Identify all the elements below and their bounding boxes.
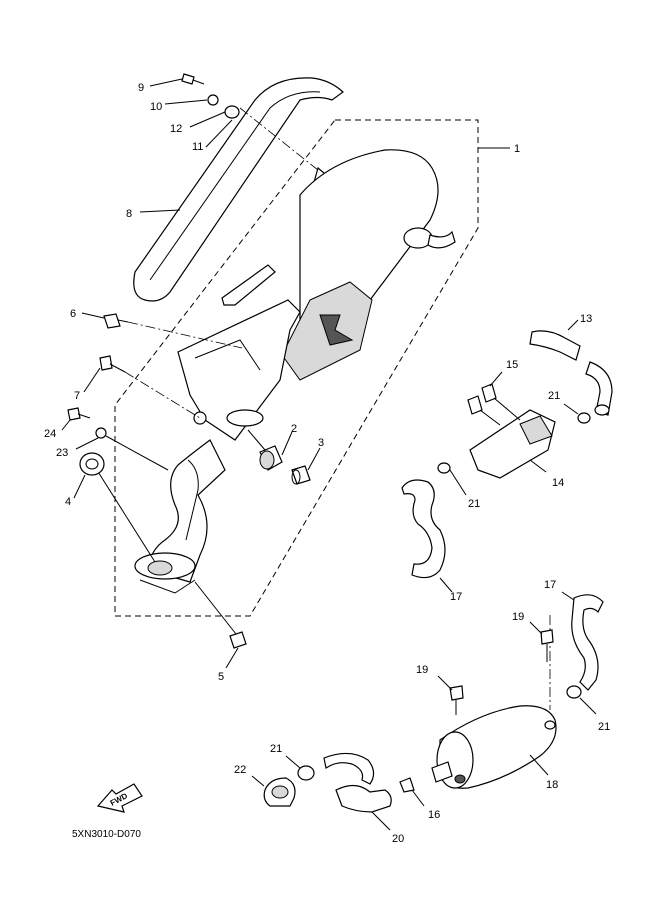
gasket-4-icon xyxy=(79,452,105,476)
collars xyxy=(259,431,321,485)
callout-7: 7 xyxy=(74,390,80,402)
callout-16: 16 xyxy=(428,809,440,821)
clamp-21c-icon xyxy=(566,685,582,699)
damper-11-icon xyxy=(224,105,240,119)
callout-17-upper: 17 xyxy=(450,591,462,603)
callout-4: 4 xyxy=(65,496,71,508)
callout-24: 24 xyxy=(44,428,56,440)
clamp-21a-icon xyxy=(577,412,591,424)
callout-19-left: 19 xyxy=(416,664,428,676)
collar-3-icon xyxy=(291,465,311,485)
callout-5: 5 xyxy=(218,671,224,683)
callout-21-hose: 21 xyxy=(468,498,480,510)
muffler-body xyxy=(134,149,456,594)
clamp-21b-icon xyxy=(437,462,451,474)
bolt-15a-icon xyxy=(481,383,497,403)
callout-13: 13 xyxy=(580,313,592,325)
callout-21-valve: 21 xyxy=(598,721,610,733)
hose-13-icon xyxy=(529,330,581,361)
bolt-19a-icon xyxy=(540,629,554,645)
hose-clip-16-icon xyxy=(399,777,415,793)
callout-18: 18 xyxy=(546,779,558,791)
bolt-19b-icon xyxy=(449,685,464,701)
clamp-21d-icon xyxy=(297,765,315,781)
callout-21-lower: 21 xyxy=(270,743,282,755)
collar-10-icon xyxy=(207,94,219,106)
forward-direction-icon: FWD xyxy=(96,783,143,813)
callout-17-lower: 17 xyxy=(544,579,556,591)
callout-21-bracket: 21 xyxy=(548,390,560,402)
callout-6: 6 xyxy=(70,308,76,320)
callout-10: 10 xyxy=(150,101,162,113)
callout-3: 3 xyxy=(318,437,324,449)
bolt-7-icon xyxy=(99,355,113,371)
muffler-assembly-outline xyxy=(114,119,510,617)
bolt-15b-icon xyxy=(467,395,483,415)
bolt-9-icon xyxy=(181,73,195,85)
callout-11: 11 xyxy=(192,141,203,153)
callout-14: 14 xyxy=(552,477,564,489)
callout-2: 2 xyxy=(291,423,297,435)
air-induction-lower xyxy=(251,591,604,831)
leader-lines xyxy=(94,107,551,710)
callout-9: 9 xyxy=(138,82,144,94)
callout-1: 1 xyxy=(514,143,520,155)
washer-23-icon xyxy=(95,427,107,439)
bolt-24-icon xyxy=(67,407,81,421)
bolt-6-icon xyxy=(103,313,121,329)
callout-15: 15 xyxy=(506,359,518,371)
callout-22: 22 xyxy=(234,764,246,776)
hose-17a-icon xyxy=(401,479,446,579)
callout-23: 23 xyxy=(56,447,68,459)
air-induction-upper xyxy=(401,319,613,593)
heat-protector-fasteners xyxy=(139,73,240,213)
nut-5-icon xyxy=(225,631,247,669)
diagram-code: 5XN3010-D070 xyxy=(72,829,141,840)
callout-8: 8 xyxy=(126,208,132,220)
hose-17b-icon xyxy=(571,594,604,691)
hose-20a-icon xyxy=(323,752,375,785)
callout-20: 20 xyxy=(392,833,404,845)
mounting-hardware xyxy=(61,312,129,499)
callout-19-right: 19 xyxy=(512,611,524,623)
callout-labels: 1 2 3 4 5 6 7 8 9 10 11 12 13 14 15 16 1… xyxy=(44,82,610,845)
callout-12: 12 xyxy=(170,123,182,135)
hose-20b-icon xyxy=(335,784,392,813)
